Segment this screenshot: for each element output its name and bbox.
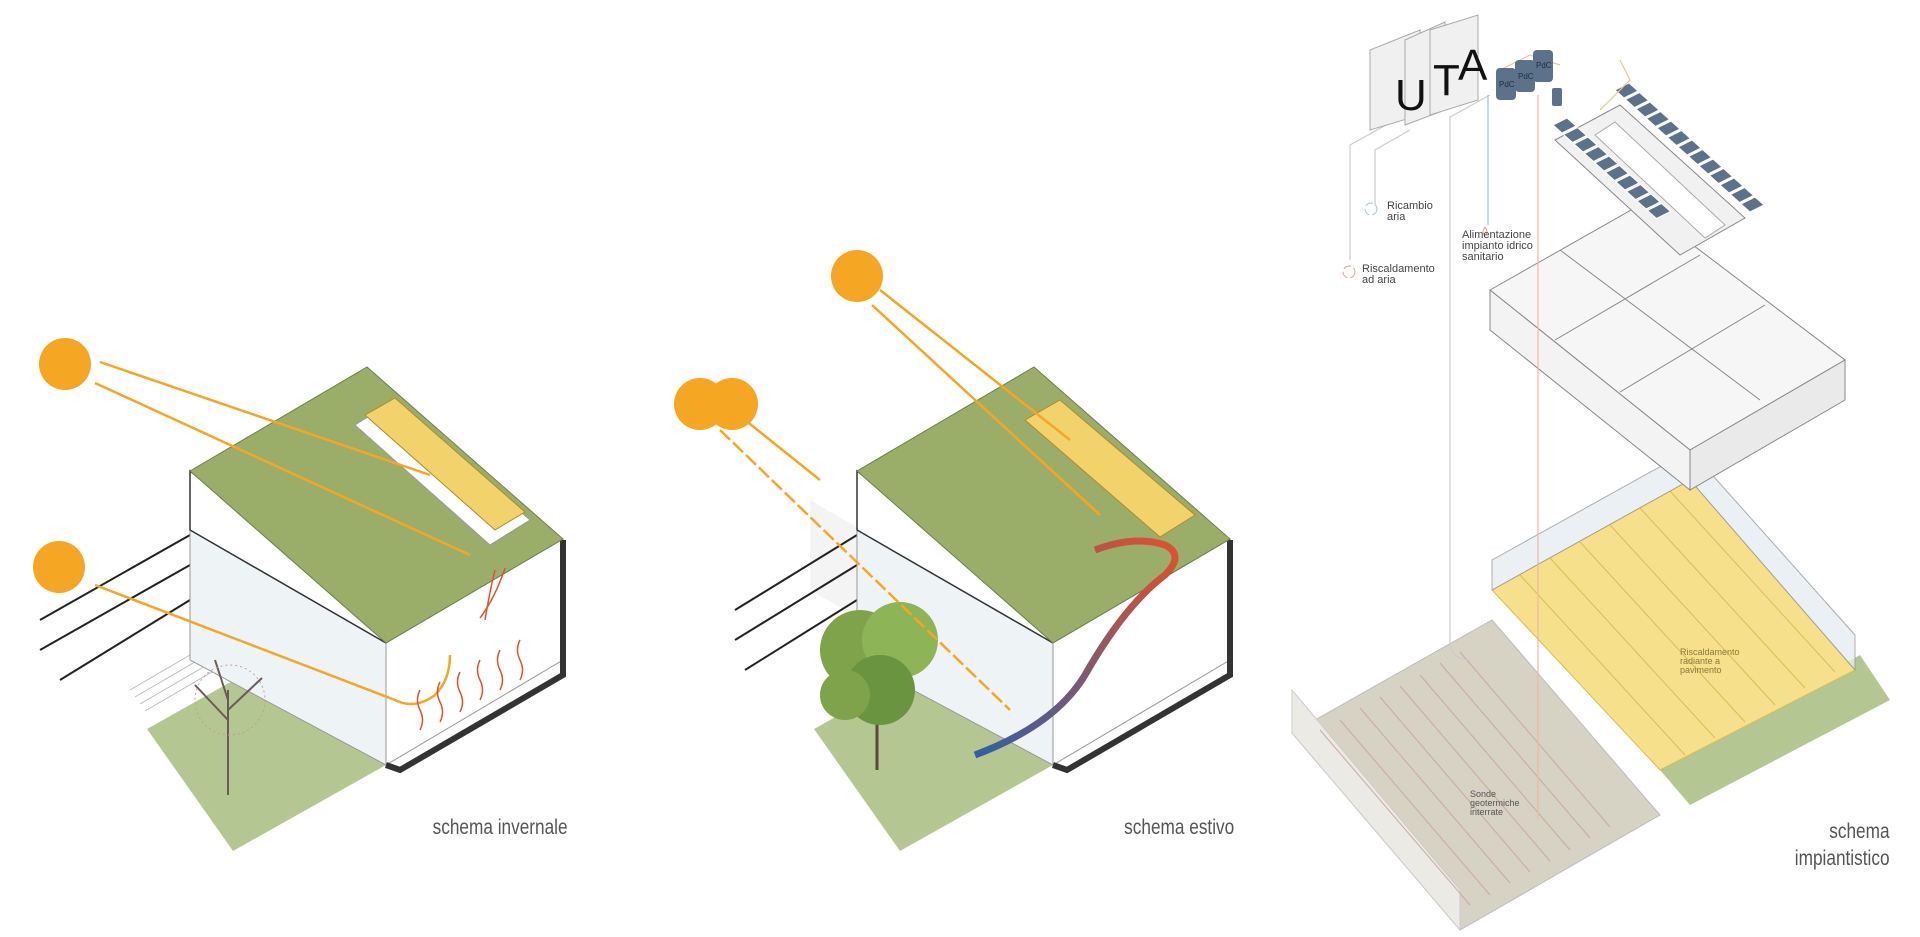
air-handling-unit: U T A	[1369, 14, 1488, 131]
geothermal-probes	[1319, 651, 1611, 906]
uta-letter-a: A	[1458, 41, 1488, 90]
sun-icon	[39, 338, 91, 390]
section-cut	[1051, 540, 1233, 774]
garden-lawn	[1660, 655, 1890, 805]
caption-winter-scheme: schema invernale	[433, 816, 568, 839]
solar-panel-module	[1615, 174, 1640, 191]
solar-panel-module	[1636, 193, 1661, 210]
solar-panel-module	[1656, 120, 1681, 137]
summer-scheme	[674, 250, 1233, 851]
heat-pumps: PdC PdC PdC	[1496, 50, 1562, 106]
pdc-label: PdC	[1499, 80, 1515, 89]
floor-heating-pipes	[1519, 490, 1836, 756]
sun-icon	[831, 250, 883, 302]
solar-panel-module	[1719, 177, 1744, 194]
duct-lines	[1349, 54, 1631, 820]
warm-air-arrows	[416, 567, 524, 731]
solar-panel-module	[1604, 164, 1630, 182]
solar-panel-module	[1594, 155, 1619, 172]
upper-floor-volume	[1489, 204, 1846, 492]
sun-icon	[706, 378, 758, 430]
solar-ray-arrows	[94, 360, 471, 706]
section-cut	[384, 540, 566, 774]
solar-panels	[1552, 82, 1765, 220]
skylight-solar-panels	[364, 397, 526, 531]
solar-panel-module	[1740, 196, 1765, 213]
solar-panel-module	[1698, 158, 1723, 175]
solar-array	[1554, 104, 1746, 256]
solar-panel-module	[1635, 101, 1660, 118]
solar-panel-module	[1646, 202, 1672, 220]
solar-panel-module	[1677, 139, 1702, 156]
green-roof	[189, 366, 564, 644]
caption-summer-scheme: schema estivo	[1123, 816, 1234, 839]
solar-panel-module	[1552, 117, 1577, 134]
cycle-icons	[1342, 202, 1488, 279]
solar-ray-arrows	[719, 289, 1101, 711]
solar-panel-module	[1666, 129, 1692, 147]
tree	[194, 659, 266, 795]
solar-panel-module	[1624, 91, 1650, 109]
pdc-label: PdC	[1536, 61, 1552, 70]
uta-letter-u: U	[1395, 71, 1427, 120]
pergola-slats	[734, 534, 858, 671]
solar-panel-module	[1583, 145, 1609, 163]
soil-side	[1291, 688, 1461, 932]
uta-letter-t: T	[1433, 56, 1460, 105]
sun-icon	[33, 541, 85, 593]
plant-scheme: U T A PdC PdC PdC	[1291, 14, 1890, 932]
air-flow-arrow	[973, 537, 1179, 759]
green-roof	[856, 366, 1231, 644]
pdc-label: PdC	[1518, 72, 1534, 81]
winter-scheme	[33, 338, 566, 851]
solar-panel-module	[1573, 136, 1598, 153]
solar-panel-module	[1687, 148, 1713, 166]
solar-panel-module	[1625, 183, 1651, 201]
solar-panel-module	[1708, 167, 1734, 185]
skylight-solar-panels	[1024, 399, 1196, 538]
solar-panel-module	[1729, 186, 1755, 204]
solar-panel-module	[1645, 110, 1671, 128]
solar-panel-module	[1562, 126, 1588, 144]
